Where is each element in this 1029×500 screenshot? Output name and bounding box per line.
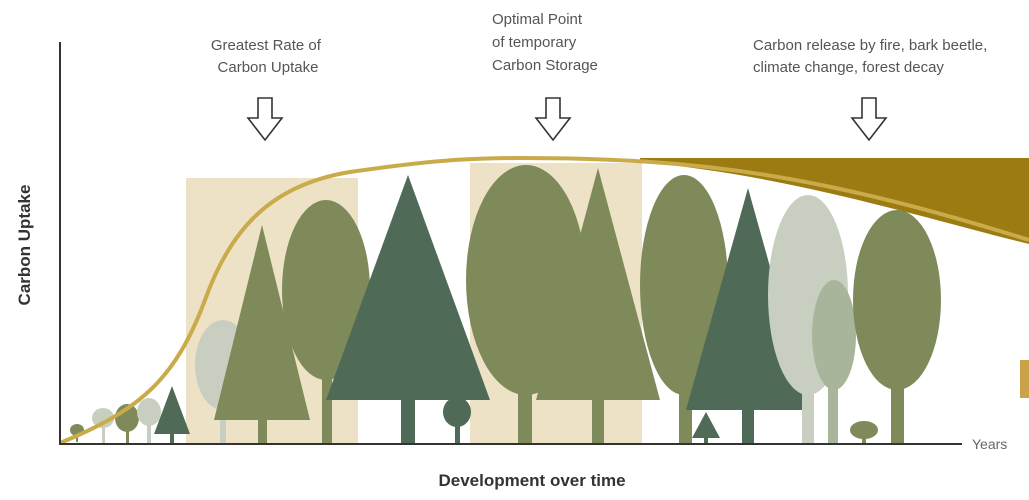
annotation-optimal-storage: Optimal Point of temporary Carbon Storag… [492, 11, 598, 74]
conifer-tree [214, 225, 310, 443]
x-axis-end-label: Years [972, 436, 1007, 452]
down-arrow-icon [534, 97, 572, 142]
annotation-carbon-release: Carbon release by fire, bark beetle, cli… [753, 37, 991, 76]
edge-marker [1020, 360, 1029, 398]
conifer-tree [536, 168, 660, 443]
y-axis-label: Carbon Uptake [15, 185, 34, 306]
small-deciduous-tree [850, 421, 878, 443]
small-deciduous-tree [443, 397, 471, 443]
small-deciduous-tree [137, 398, 161, 443]
large-conifer-tree [326, 175, 490, 443]
carbon-uptake-curve [59, 155, 1029, 445]
tree-group [70, 165, 941, 443]
deciduous-tree [282, 200, 370, 443]
pale-deciduous-tree [812, 280, 856, 443]
carbon-release-band [640, 158, 1029, 244]
x-axis-label: Development over time [438, 471, 625, 490]
down-arrow-icon [246, 97, 284, 142]
small-conifer-tree [692, 412, 720, 443]
down-arrow-icon [850, 97, 888, 142]
annotation-greatest-rate: Greatest Rate of Carbon Uptake [211, 37, 325, 76]
small-conifer-tree [154, 386, 190, 443]
mature-deciduous-tree [853, 210, 941, 443]
small-deciduous-tree [92, 408, 114, 443]
